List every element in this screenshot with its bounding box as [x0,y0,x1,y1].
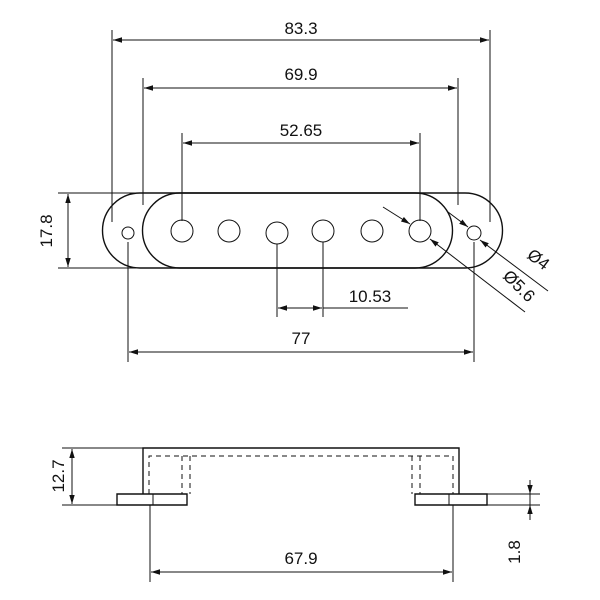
cover-side-outline [142,447,460,494]
height-label: 17.8 [37,214,56,247]
cover-length-label: 69.9 [284,65,317,84]
dimension-flange-thickness: 1.8 [487,480,540,564]
dimension-pole-spacing: 10.53 [276,242,408,317]
flange-thickness-label: 1.8 [505,540,524,564]
dimension-height: 17.8 [37,192,140,269]
cover-inner-hidden-line [148,455,454,494]
outer-pole-spacing-label: 52.65 [280,121,323,140]
flange-right [414,493,488,506]
mount-hole-spacing-label: 77 [292,329,311,348]
dimension-cover-length: 69.9 [142,65,459,205]
dimension-outer-pole-spacing: 52.65 [181,121,421,221]
overall-length-label: 83.3 [284,19,317,38]
cover-outline [141,192,454,269]
mount-hole-diameter-label: Ø4 [524,245,554,274]
pole-hole [265,221,289,245]
dimension-mount-hole-spacing: 77 [127,242,475,362]
side-height-label: 12.7 [49,459,68,492]
pole-hole [217,219,241,243]
mount-hole-left [121,226,135,240]
dimension-pole-hole-diameter: Ø5.6 [382,206,539,313]
dimension-overall-length: 83.3 [111,19,491,222]
pole-hole-diameter-label: Ø5.6 [499,266,538,305]
pole-hole [360,219,384,243]
flange-left [116,493,188,506]
pole-spacing-label: 10.53 [349,287,392,306]
pole-hole [408,219,432,243]
base-length-label: 67.9 [284,549,317,568]
pole-hole [170,219,194,243]
mounting-plate-outline [101,192,504,269]
pole-hole [311,219,335,243]
mount-hole-right [466,225,482,241]
top-view: 83.3 69.9 52.65 17.8 [37,19,553,362]
pole-holes [170,219,432,245]
dimension-base-length: 67.9 [149,505,454,582]
dimension-side-height: 12.7 [49,447,143,506]
side-view: 12.7 67.9 1.8 [49,447,540,582]
